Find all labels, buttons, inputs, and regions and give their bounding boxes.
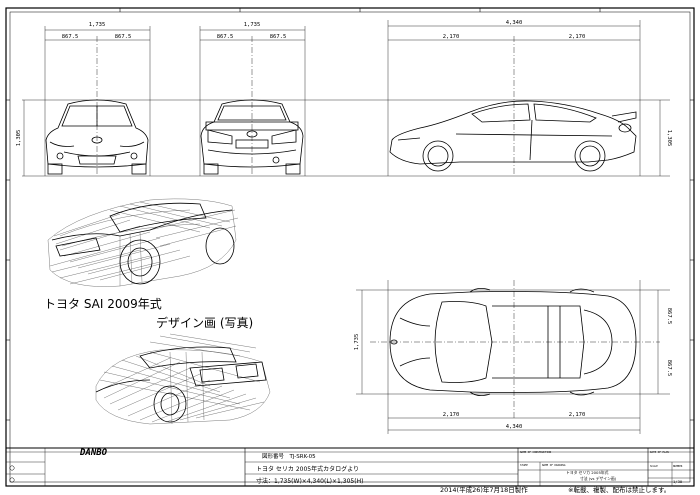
edge-ticks [6, 8, 694, 421]
front-total-width: 1,735 [89, 22, 106, 28]
front-half-right: 867.5 [115, 34, 132, 40]
top-half-right: 2,170 [569, 412, 586, 418]
sheet-border [5, 7, 695, 487]
drawing-number: 図形番号 TJ-SRK-05 [262, 452, 316, 460]
top-width: 1,735 [354, 334, 360, 351]
title-block [6, 447, 694, 486]
rear-half-right: 867.5 [270, 34, 287, 40]
sketch-caption-line1: トヨタ SAI 2009年式 [44, 297, 162, 311]
reference-lines [22, 99, 670, 395]
plan-label: DATE OF PLAN [650, 450, 669, 454]
side-view: 4,340 2,170 2,170 1,305 [387, 20, 672, 176]
side-half-right: 2,170 [569, 34, 586, 40]
side-height: 1,305 [666, 130, 672, 147]
left-height: 1,305 [16, 130, 22, 147]
source-note: トヨタ セリカ 2005年式カタログより [256, 465, 359, 473]
production-date: 2014(平成26)年7月18日製作 [440, 485, 528, 494]
top-half-left: 2,170 [443, 412, 460, 418]
side-half-left: 2,170 [443, 34, 460, 40]
top-total-length: 4,340 [506, 424, 523, 430]
top-half-top: 867.5 [666, 308, 672, 325]
front-half-left: 867.5 [62, 34, 79, 40]
scale-label: SCALE [650, 464, 658, 468]
number-label: NUMBER [673, 464, 683, 468]
side-total-length: 4,340 [506, 20, 523, 26]
drawing-name-label: NAME OF DRAWING [542, 463, 566, 467]
design-sketch-front [47, 198, 239, 287]
rear-total-width: 1,735 [244, 22, 261, 28]
rear-half-left: 867.5 [217, 34, 234, 40]
top-half-bottom: 867.5 [666, 360, 672, 377]
scale-value: 1/30 [673, 479, 683, 484]
front-view: 1,735 867.5 867.5 [44, 22, 151, 176]
dimension-summary: 寸法：1,735(W)×4,340(L)×1,305(H) [256, 477, 363, 485]
top-view: 1,735 867.5 867.5 2,170 2,170 4,340 [354, 280, 672, 434]
design-sketch-rear [95, 333, 271, 425]
stamp-label: STAMP [520, 463, 528, 467]
company-logo: DANBO [79, 448, 108, 458]
copyright-notice: ※転載、複製、配布は禁止します。 [568, 485, 670, 494]
construction-label: NAME OF CONSTRUCTION [520, 450, 552, 454]
rear-view: 1,735 867.5 867.5 [199, 22, 306, 176]
drawing-name-line1: トヨタ セリカ 2005年式 [566, 470, 609, 475]
drawing-name-line2: 寸法 (vs デザイン画) [580, 476, 617, 481]
sketch-caption-line2: デザイン画 (写真) [156, 315, 253, 330]
